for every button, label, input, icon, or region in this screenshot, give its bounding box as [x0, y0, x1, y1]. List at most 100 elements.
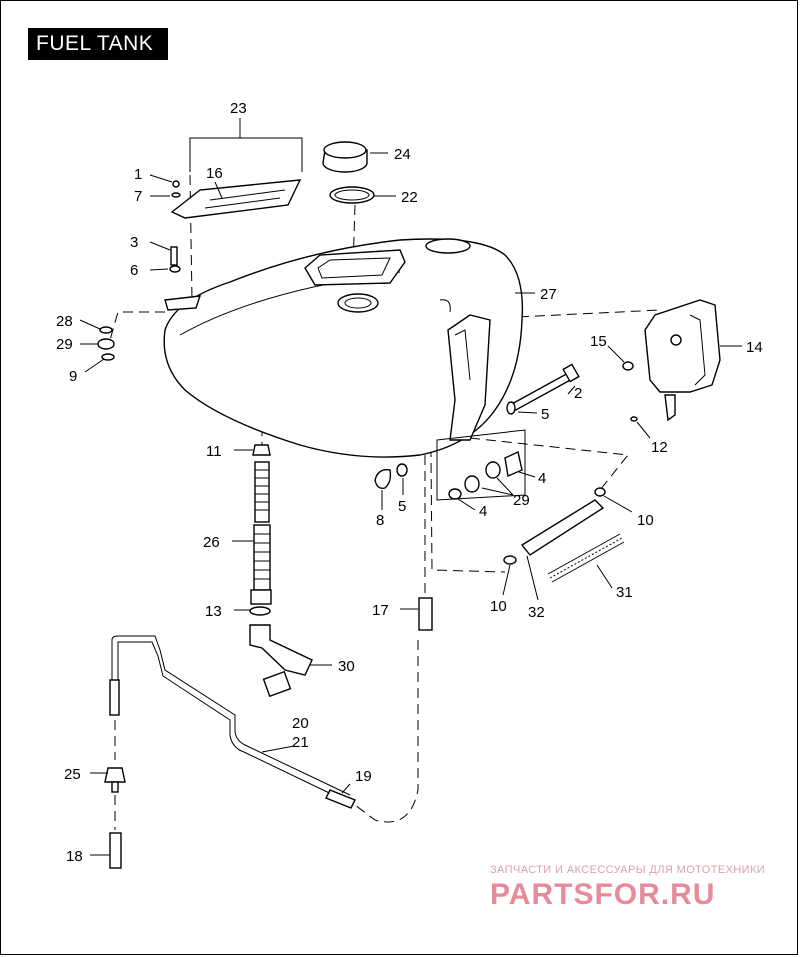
fuel-strainer-top [254, 461, 270, 523]
callout-14: 14 [746, 339, 763, 356]
callout-2: 2 [574, 385, 582, 402]
plug-18 [109, 832, 122, 869]
callout-5-upper: 5 [541, 406, 549, 423]
washer-5-upper [506, 401, 516, 415]
fuel-hose-32 [520, 499, 605, 556]
spring-31-outline [547, 533, 625, 583]
callout-24: 24 [394, 146, 411, 163]
fuel-filler-opening-inner [344, 297, 372, 309]
callout-1: 1 [134, 166, 142, 183]
callout-19: 19 [355, 768, 372, 785]
callout-10-upper: 10 [637, 512, 654, 529]
fuel-tank-body [163, 238, 524, 458]
callout-3: 3 [130, 234, 138, 251]
nut-15 [622, 361, 634, 371]
nut-11 [252, 444, 271, 456]
callout-20: 20 [292, 715, 309, 732]
screw-12 [630, 416, 638, 422]
washer-5-lower [396, 463, 408, 477]
hose-clamp-10-lower [503, 555, 517, 565]
o-ring-13 [249, 606, 271, 616]
tray-14 [644, 299, 721, 393]
callout-18: 18 [66, 848, 83, 865]
tank-vent-fitting [439, 299, 451, 313]
grommet-29-rear-lower [464, 475, 480, 493]
tray-14-edge [689, 314, 706, 386]
fuel-strainer [253, 524, 271, 591]
callout-29-left: 29 [56, 336, 73, 353]
callout-17: 17 [372, 602, 389, 619]
callout-10-lower: 10 [490, 598, 507, 615]
callout-23: 23 [230, 100, 247, 117]
console-recess [304, 249, 406, 286]
callout-8: 8 [376, 512, 384, 529]
console-gasket [170, 179, 302, 219]
tray-hole [670, 334, 682, 346]
callout-21: 21 [292, 734, 309, 751]
front-mount-tab [164, 295, 202, 311]
callout-16: 16 [206, 165, 223, 182]
callout-15: 15 [590, 333, 607, 350]
callout-28: 28 [56, 313, 73, 330]
callout-4-lower: 4 [479, 503, 487, 520]
cap-gasket [329, 186, 375, 204]
cap-gasket-inner [334, 189, 370, 201]
washer-6 [169, 265, 181, 273]
fuel-filler-opening [337, 293, 379, 313]
watermark-tagline: ЗАПЧАСТИ И АКСЕССУАРЫ ДЛЯ МОТОТЕХНИКИ [490, 864, 766, 876]
washer-28 [99, 326, 113, 334]
callout-27: 27 [540, 286, 557, 303]
spring-31 [549, 537, 623, 579]
callout-22: 22 [401, 189, 418, 206]
callout-13: 13 [205, 603, 222, 620]
callout-9: 9 [69, 368, 77, 385]
vent-tube-inner [117, 641, 349, 803]
assembly-line-console [189, 174, 193, 301]
callout-12: 12 [651, 439, 668, 456]
screw-1 [172, 180, 180, 188]
assembly-line-vent-tube [354, 640, 419, 823]
assembly-line-mount-left [109, 311, 165, 341]
strainer-ribs [254, 533, 270, 580]
callout-31: 31 [616, 584, 633, 601]
assembly-line-rear [469, 437, 629, 491]
grommet-29-rear-upper [485, 461, 501, 479]
washer-7 [171, 192, 181, 198]
rear-mount-box [436, 429, 526, 501]
callout-4-upper: 4 [538, 470, 546, 487]
grommet-25 [104, 767, 126, 783]
grommet-29-left [97, 338, 115, 350]
bolt-2-head [562, 363, 580, 383]
strainer-ribs-top [255, 469, 269, 511]
nut-9 [101, 353, 115, 361]
console-gasket-ribs [204, 189, 286, 209]
fuel-valve-knob [262, 670, 292, 698]
fuel-valve-30 [249, 624, 313, 676]
callout-7: 7 [134, 188, 142, 205]
cap-nut-8 [374, 469, 392, 490]
console-kit-bracket [189, 137, 303, 172]
screw-3 [170, 246, 178, 266]
callout-25: 25 [64, 766, 81, 783]
watermark-logo: PARTSFOR.RU [490, 878, 716, 911]
callout-26: 26 [203, 534, 220, 551]
vent-tube-tip [325, 789, 356, 809]
callout-6: 6 [130, 262, 138, 279]
callout-29-rear: 29 [513, 492, 530, 509]
vent-tube-end [109, 679, 120, 716]
fuel-filler-neck [425, 238, 471, 254]
spacer-4-lower [448, 488, 462, 500]
page-title: FUEL TANK [28, 28, 168, 60]
callout-30: 30 [338, 658, 355, 675]
vent-tube-outer [111, 635, 351, 796]
hose-clamp-10-upper [594, 487, 606, 497]
console-recess-inner [317, 257, 391, 279]
tank-rear-bracket [447, 314, 491, 441]
callout-11: 11 [206, 443, 222, 460]
fuel-cap-face [323, 141, 367, 159]
tank-rear-bracket-edge [454, 329, 471, 381]
plug-17 [418, 597, 433, 631]
spacer-4-upper [504, 451, 523, 477]
callout-5-lower: 5 [398, 498, 406, 515]
